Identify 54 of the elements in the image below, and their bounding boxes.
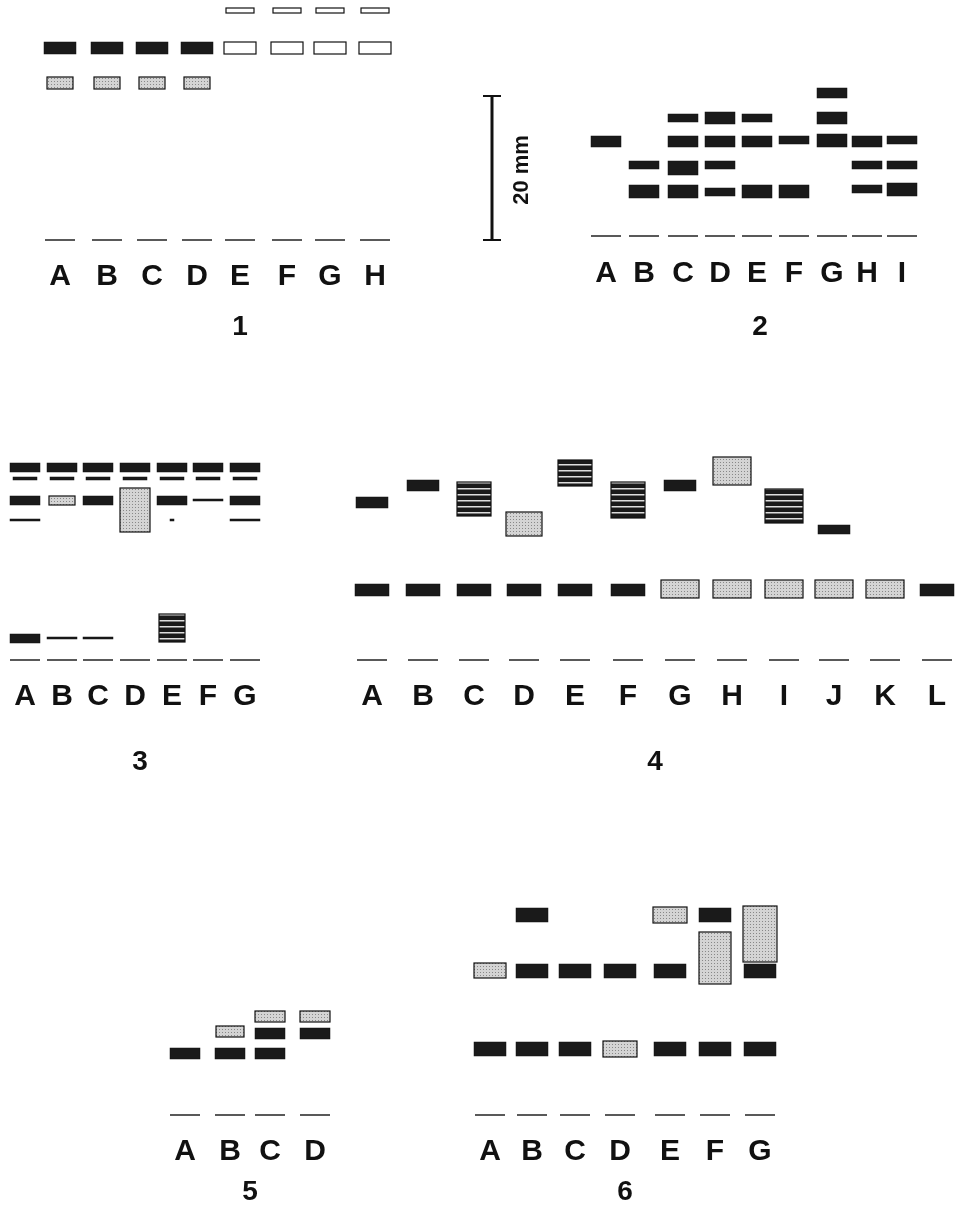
lane-label: I bbox=[779, 678, 789, 711]
lane-label: E bbox=[230, 258, 250, 291]
lane-label: L bbox=[927, 678, 947, 711]
lane-label: B bbox=[633, 255, 655, 288]
lane-label: B bbox=[521, 1133, 543, 1166]
lane-label: F bbox=[198, 678, 218, 711]
panel-number: 6 bbox=[617, 1175, 633, 1206]
lane-label: G bbox=[318, 258, 342, 291]
lane-label: G bbox=[748, 1133, 772, 1166]
lane-label: F bbox=[784, 255, 804, 288]
lane-label: E bbox=[565, 678, 585, 711]
lane-label: E bbox=[660, 1133, 680, 1166]
panel-number: 3 bbox=[132, 745, 148, 776]
lane-label: C bbox=[672, 255, 694, 288]
lane-label: A bbox=[595, 255, 617, 288]
lane-label: I bbox=[897, 255, 907, 288]
lane-label: B bbox=[51, 678, 73, 711]
panel-number: 4 bbox=[647, 745, 663, 776]
lane-label: C bbox=[564, 1133, 586, 1166]
lane-label: A bbox=[361, 678, 383, 711]
lane-label: C bbox=[463, 678, 485, 711]
lane-label: D bbox=[304, 1133, 326, 1166]
lane-label: D bbox=[609, 1133, 631, 1166]
lane-label: C bbox=[141, 258, 163, 291]
lane-label: G bbox=[233, 678, 257, 711]
panel-number: 2 bbox=[752, 310, 768, 341]
lane-label: H bbox=[721, 678, 743, 711]
panel-number: 5 bbox=[242, 1175, 258, 1206]
lane-label: C bbox=[87, 678, 109, 711]
scale-label: 20 mm bbox=[508, 135, 533, 205]
lane-label: H bbox=[856, 255, 878, 288]
lane-label: A bbox=[49, 258, 71, 291]
lane-label: J bbox=[825, 678, 843, 711]
lane-label: D bbox=[124, 678, 146, 711]
lane-label: A bbox=[14, 678, 36, 711]
lane-label: F bbox=[618, 678, 638, 711]
lane-label: B bbox=[96, 258, 118, 291]
lane-label: D bbox=[513, 678, 535, 711]
lane-label: C bbox=[259, 1133, 281, 1166]
lane-label: H bbox=[364, 258, 386, 291]
lane-label: F bbox=[277, 258, 297, 291]
lane-label: A bbox=[479, 1133, 501, 1166]
lane-label: E bbox=[747, 255, 767, 288]
lane-label: G bbox=[668, 678, 692, 711]
lane-label: D bbox=[709, 255, 731, 288]
lane-label: K bbox=[874, 678, 896, 711]
lane-label: B bbox=[412, 678, 434, 711]
lane-label: B bbox=[219, 1133, 241, 1166]
lane-label: A bbox=[174, 1133, 196, 1166]
lane-label: E bbox=[162, 678, 182, 711]
lane-label: G bbox=[820, 255, 844, 288]
lane-label: D bbox=[186, 258, 208, 291]
panel-number: 1 bbox=[232, 310, 248, 341]
lane-label: F bbox=[705, 1133, 725, 1166]
